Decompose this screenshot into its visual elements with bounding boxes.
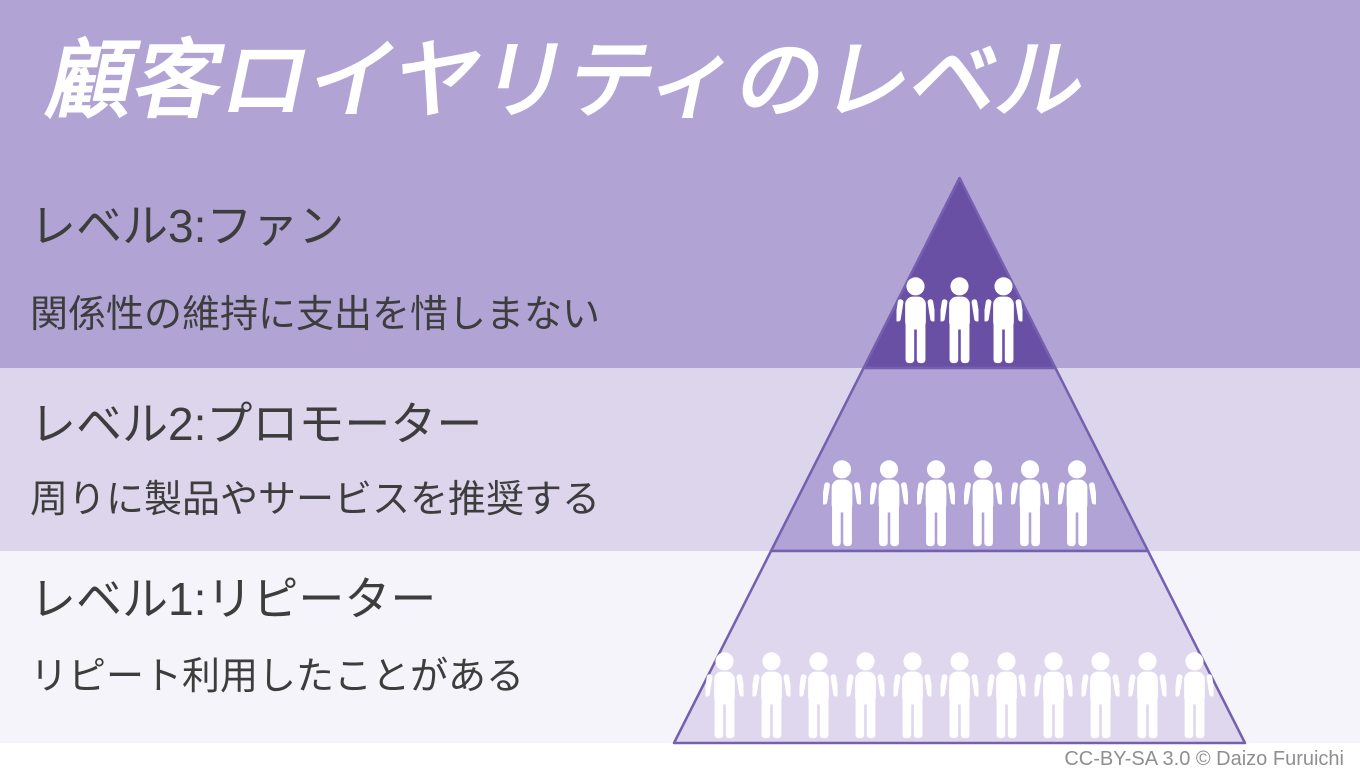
attribution-text: CC-BY-SA 3.0 © Daizo Furuichi bbox=[1064, 748, 1344, 770]
level-2-description: 周りに製品やサービスを推奨する bbox=[30, 479, 601, 521]
level-1-description: リピート利用したことがある bbox=[30, 656, 525, 698]
page-title: 顧客ロイヤリティのレベル bbox=[39, 33, 1096, 129]
level-2-heading: レベル2:プロモーター bbox=[30, 398, 483, 450]
band-level-3 bbox=[0, 0, 1360, 368]
level-1-heading: レベル1:リピーター bbox=[30, 573, 437, 625]
pyramid-tier-3 bbox=[862, 176, 1057, 370]
loyalty-pyramid bbox=[672, 176, 1247, 745]
level-3-description: 関係性の維持に支出を惜しまない bbox=[30, 294, 601, 336]
pyramid-tier-2 bbox=[769, 366, 1150, 553]
level-3-heading: レベル3:ファン bbox=[30, 200, 345, 252]
pyramid-tier-1 bbox=[672, 549, 1247, 745]
